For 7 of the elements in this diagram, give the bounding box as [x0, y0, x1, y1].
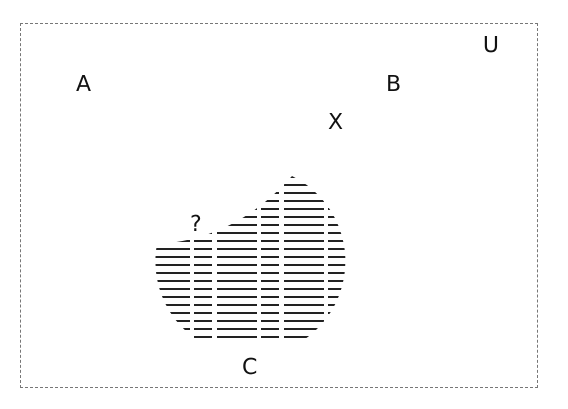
universe-rectangle: [20, 23, 538, 388]
unknown-mark: ?: [190, 214, 202, 236]
element-mark: X: [328, 112, 344, 134]
set-label: C: [242, 357, 258, 379]
set-label: A: [76, 74, 92, 96]
set-label: U: [482, 35, 499, 57]
set-label: B: [386, 74, 402, 96]
